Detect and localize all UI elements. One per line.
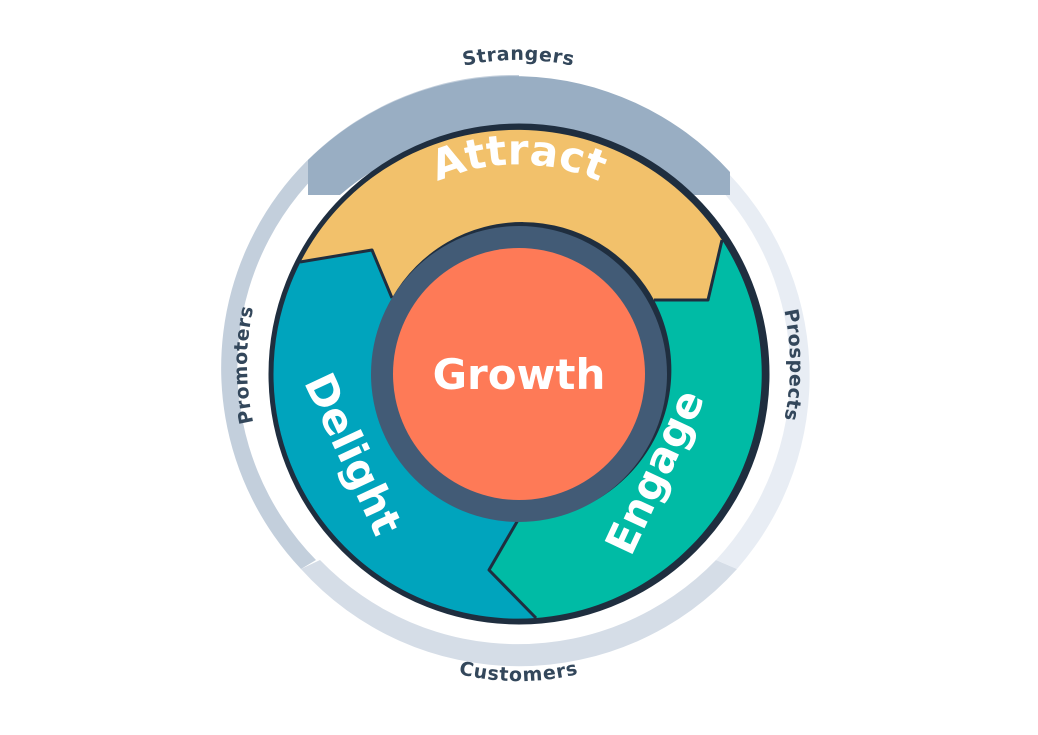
stage-wheel — [268, 123, 770, 625]
audience-segment-customers — [301, 560, 737, 667]
center-label: Growth — [433, 350, 606, 399]
audience-ring — [221, 74, 810, 667]
stage-segment-delight — [273, 250, 536, 619]
hub-center — [393, 248, 645, 500]
wheel-outline-front — [268, 123, 770, 625]
stage-segment-engage — [489, 240, 762, 618]
audience-segment-strangers — [308, 76, 730, 195]
separator-delight-attract — [299, 248, 394, 299]
separator-engage-delight — [487, 519, 538, 620]
stage-segment-attract — [300, 129, 722, 300]
audience-label-strangers: Strangers — [461, 43, 577, 71]
audience-label-prospects: Prospects — [779, 307, 807, 423]
audience-segment-prospects — [712, 165, 810, 569]
separator-attract-engage — [654, 239, 724, 302]
